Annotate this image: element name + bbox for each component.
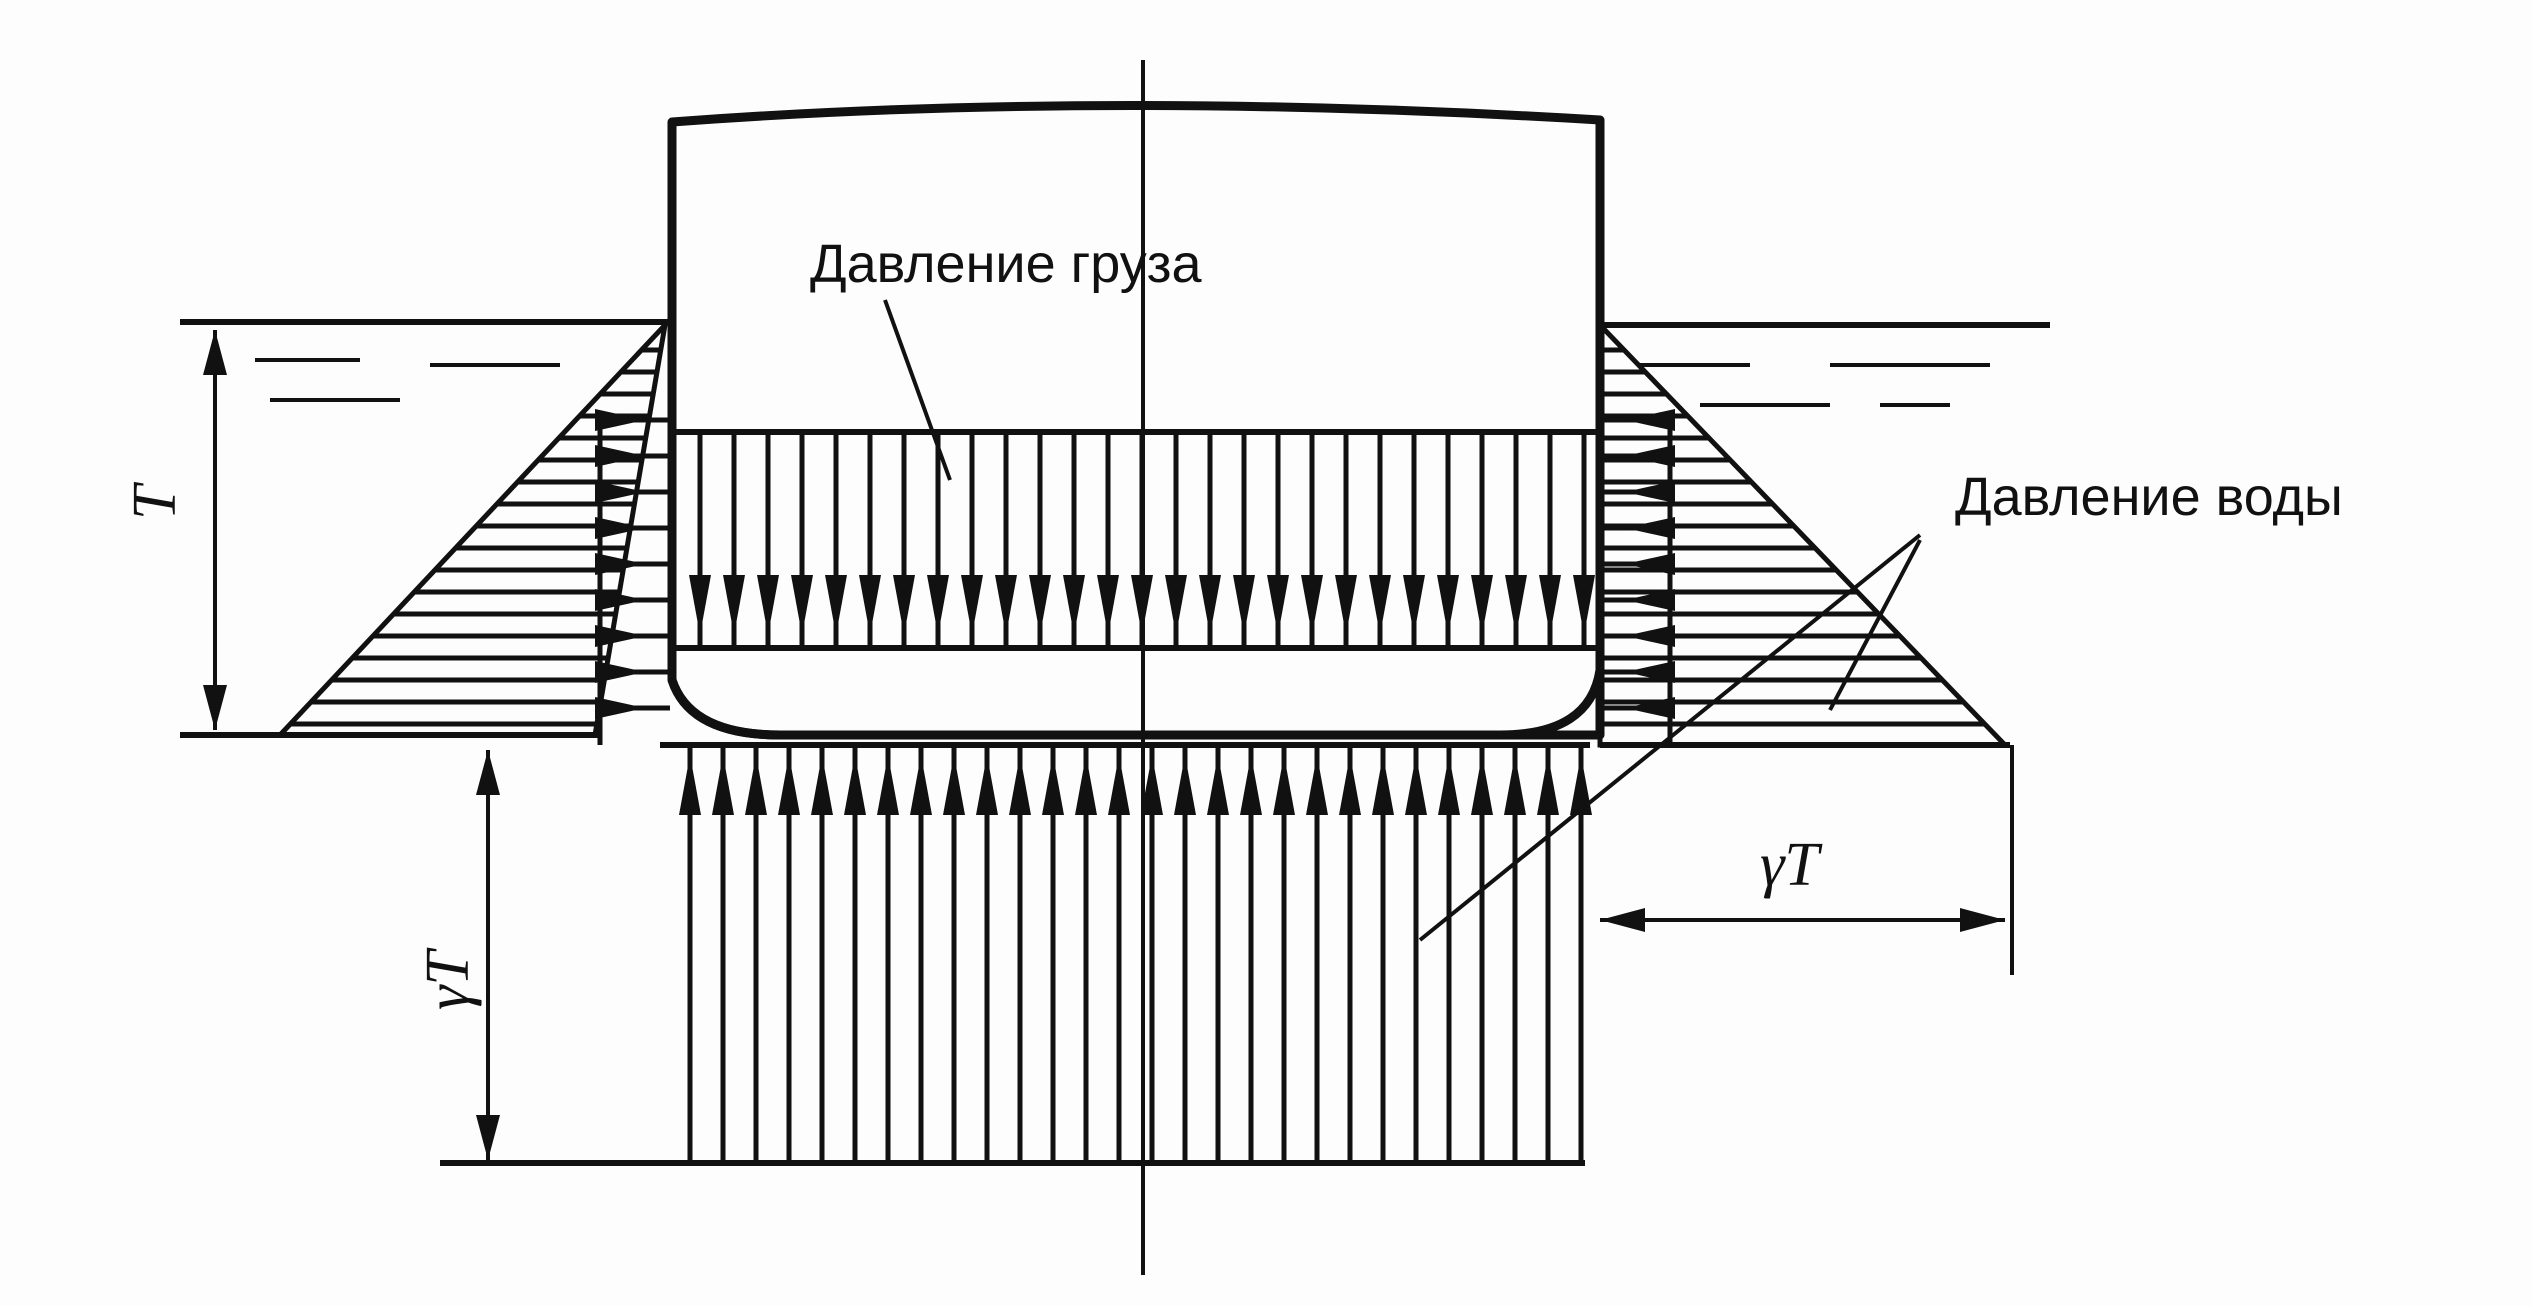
cargo-arrow <box>1369 575 1391 635</box>
cargo-arrow <box>1335 575 1357 635</box>
cargo-arrow <box>1471 575 1493 635</box>
side-arrow-right <box>1625 445 1675 467</box>
side-arrow-left <box>595 589 645 611</box>
bottom-arrow <box>1009 755 1031 815</box>
bottom-arrow <box>1108 755 1130 815</box>
side-arrows <box>595 409 1675 745</box>
leader-lines <box>883 299 1922 942</box>
bottom-arrow <box>778 755 800 815</box>
bottom-arrow <box>1405 755 1427 815</box>
water-pressure-left <box>274 317 669 738</box>
bottom-arrow <box>1504 755 1526 815</box>
side-arrow-right <box>1625 661 1675 683</box>
bottom-arrow <box>712 755 734 815</box>
cargo-arrow <box>1505 575 1527 635</box>
side-arrow-left <box>595 661 645 683</box>
bottom-arrow <box>1273 755 1295 815</box>
cargo-arrow <box>1573 575 1595 635</box>
bottom-pressure-block <box>440 742 1592 1166</box>
bottom-arrow <box>1306 755 1328 815</box>
bottom-arrow <box>1240 755 1262 815</box>
side-arrow-left <box>595 553 645 575</box>
cargo-arrow <box>1539 575 1561 635</box>
bottom-arrow <box>679 755 701 815</box>
bottom-arrow <box>1339 755 1361 815</box>
bottom-arrow <box>745 755 767 815</box>
side-arrow-right <box>1625 553 1675 575</box>
side-arrow-right <box>1625 697 1675 719</box>
cargo-arrow <box>1437 575 1459 635</box>
side-arrow-right <box>1625 409 1675 431</box>
bottom-pressure-label: γT <box>414 947 482 1010</box>
side-arrow-left <box>595 409 645 431</box>
draft-dimension <box>203 330 227 730</box>
bottom-arrow <box>1438 755 1460 815</box>
side-arrow-left <box>595 625 645 647</box>
cargo-arrow <box>791 575 813 635</box>
cargo-arrow <box>893 575 915 635</box>
side-arrow-left <box>595 517 645 539</box>
cargo-arrow <box>1165 575 1187 635</box>
bottom-arrow <box>1471 755 1493 815</box>
cargo-arrow <box>961 575 983 635</box>
side-arrow-left <box>595 481 645 503</box>
cargo-arrow <box>689 575 711 635</box>
cargo-arrow <box>1063 575 1085 635</box>
side-arrow-right <box>1625 517 1675 539</box>
water-pressure-label: Давление воды <box>1955 467 2343 527</box>
bottom-arrow <box>910 755 932 815</box>
bottom-arrow <box>844 755 866 815</box>
bottom-arrow <box>811 755 833 815</box>
bottom-arrow <box>1207 755 1229 815</box>
cargo-arrow <box>1301 575 1323 635</box>
bottom-arrow <box>1570 755 1592 815</box>
bottom-arrow <box>1174 755 1196 815</box>
side-arrow-left <box>595 445 645 467</box>
water-surface <box>180 319 2050 407</box>
bottom-arrow <box>877 755 899 815</box>
bottom-arrow <box>1141 755 1163 815</box>
side-arrow-right <box>1625 481 1675 503</box>
bottom-arrow <box>1075 755 1097 815</box>
bottom-arrow <box>1372 755 1394 815</box>
bottom-arrow <box>943 755 965 815</box>
side-arrow-left <box>595 697 645 719</box>
bottom-arrow <box>1537 755 1559 815</box>
bottom-arrow <box>976 755 998 815</box>
cargo-arrow <box>1029 575 1051 635</box>
cargo-pressure-label: Давление груза <box>810 234 1202 294</box>
cargo-arrow <box>757 575 779 635</box>
draft-label: T <box>121 481 189 520</box>
cargo-arrow <box>723 575 745 635</box>
side-pressure-label: γT <box>1760 831 1823 899</box>
cargo-arrow <box>859 575 881 635</box>
cargo-arrow <box>1267 575 1289 635</box>
cargo-arrow <box>825 575 847 635</box>
cargo-block <box>672 429 1600 651</box>
bottom-pressure-dimension <box>476 750 500 1160</box>
side-pressure-dimension <box>1600 745 2014 975</box>
cargo-arrow <box>1097 575 1119 635</box>
cargo-arrow <box>995 575 1017 635</box>
cargo-arrow <box>1403 575 1425 635</box>
side-arrow-right <box>1625 589 1675 611</box>
side-arrow-right <box>1625 625 1675 647</box>
bottom-arrow <box>1042 755 1064 815</box>
cargo-arrow <box>1233 575 1255 635</box>
cargo-arrow <box>927 575 949 635</box>
cargo-arrow <box>1199 575 1221 635</box>
ship-hull <box>667 100 1605 740</box>
